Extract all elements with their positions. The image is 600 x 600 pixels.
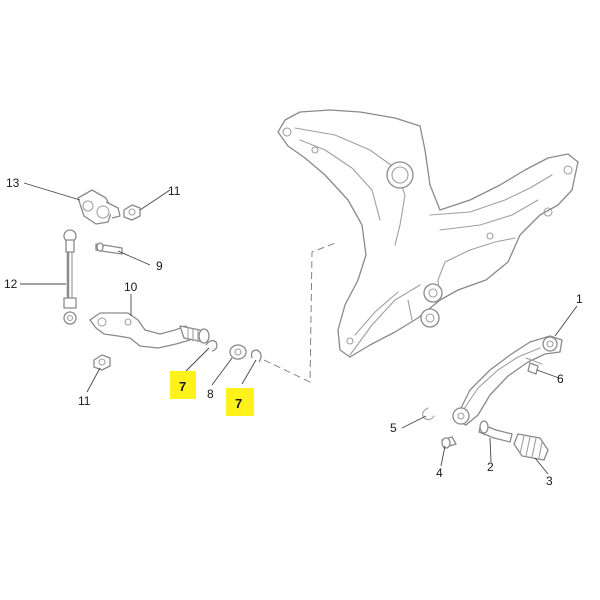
callout-9: 9	[156, 259, 163, 273]
assembly-dashline	[263, 241, 339, 383]
linkage-rod	[63, 229, 77, 325]
callout-5: 5	[390, 421, 397, 435]
bottom-nut	[93, 354, 111, 371]
callout-1: 1	[576, 292, 583, 306]
leader-lines	[20, 182, 578, 475]
linkage-bolt	[95, 242, 123, 255]
highlight-box	[226, 388, 254, 416]
highlight-box	[170, 371, 196, 399]
callouts: 13 11 9 12 10 11 8 1 6 5 4 2 3	[4, 176, 583, 488]
callout-11-top: 11	[168, 184, 181, 198]
top-nut	[123, 204, 141, 221]
callout-3: 3	[546, 474, 553, 488]
circlip-left	[205, 339, 218, 352]
pedal-rubber-grip	[513, 433, 549, 461]
sensor-bracket	[77, 189, 121, 225]
callout-8: 8	[207, 387, 214, 401]
pedal-circlip	[422, 407, 435, 421]
pedal-pivot-screw	[478, 420, 513, 443]
callout-7-right: 7	[235, 396, 242, 411]
highlighted-callout-7-right: 7	[226, 388, 254, 416]
callout-11-bottom: 11	[78, 394, 91, 408]
brake-pedal-lever	[452, 335, 563, 426]
callout-10: 10	[124, 280, 138, 294]
pedal-small-screw	[441, 436, 457, 449]
shift-lever-arm	[89, 312, 210, 349]
frame-bracket	[277, 109, 579, 358]
pedal-stop-screw	[525, 357, 543, 375]
callout-6: 6	[557, 372, 564, 386]
washer	[229, 344, 247, 360]
circlip-right	[250, 349, 262, 363]
highlighted-callout-7-left: 7	[170, 371, 196, 399]
callout-2: 2	[487, 460, 494, 474]
callout-4: 4	[436, 466, 443, 480]
callout-12: 12	[4, 277, 18, 291]
callout-13: 13	[6, 176, 20, 190]
callout-7-left: 7	[179, 379, 186, 394]
